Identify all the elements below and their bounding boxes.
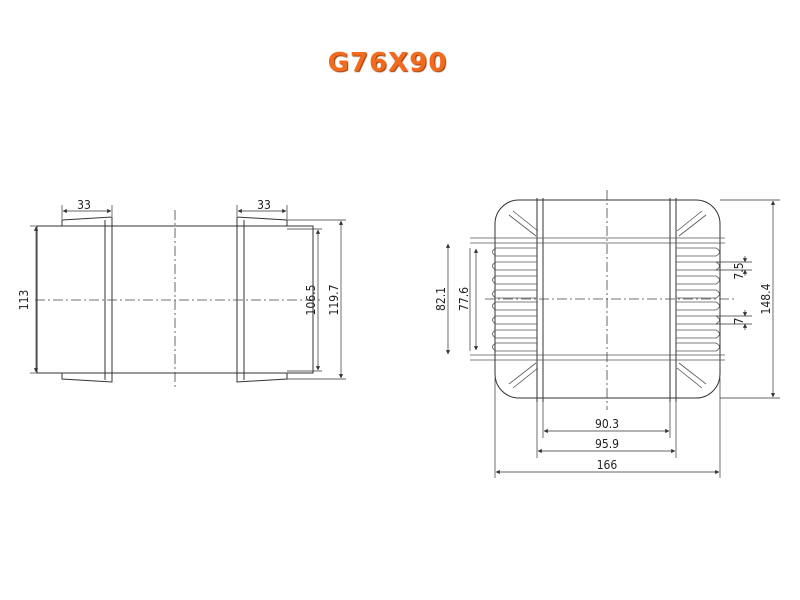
dim-7: 7 <box>732 318 746 325</box>
side-view: 33 33 113 106.5 119.7 <box>17 198 346 390</box>
dim-119-7: 119.7 <box>327 285 341 316</box>
dim-148-4: 148.4 <box>759 283 773 314</box>
dim-106-5: 106.5 <box>304 285 318 316</box>
left-comb <box>492 247 537 352</box>
dim-33-right: 33 <box>257 198 271 212</box>
dim-7-5: 7.5 <box>732 262 746 279</box>
right-comb <box>676 247 720 352</box>
dim-113: 113 <box>17 290 31 311</box>
dim-95-9: 95.9 <box>595 437 619 451</box>
drawing-title: G76X90 <box>327 48 448 78</box>
front-view: 148.4 82.1 77.6 7.5 7 90.3 95.9 166 <box>434 190 780 478</box>
dim-77-6: 77.6 <box>457 287 471 311</box>
dim-33-left: 33 <box>77 198 91 212</box>
dim-90-3: 90.3 <box>595 417 619 431</box>
dim-82-1: 82.1 <box>434 287 448 311</box>
dim-166: 166 <box>597 458 618 472</box>
